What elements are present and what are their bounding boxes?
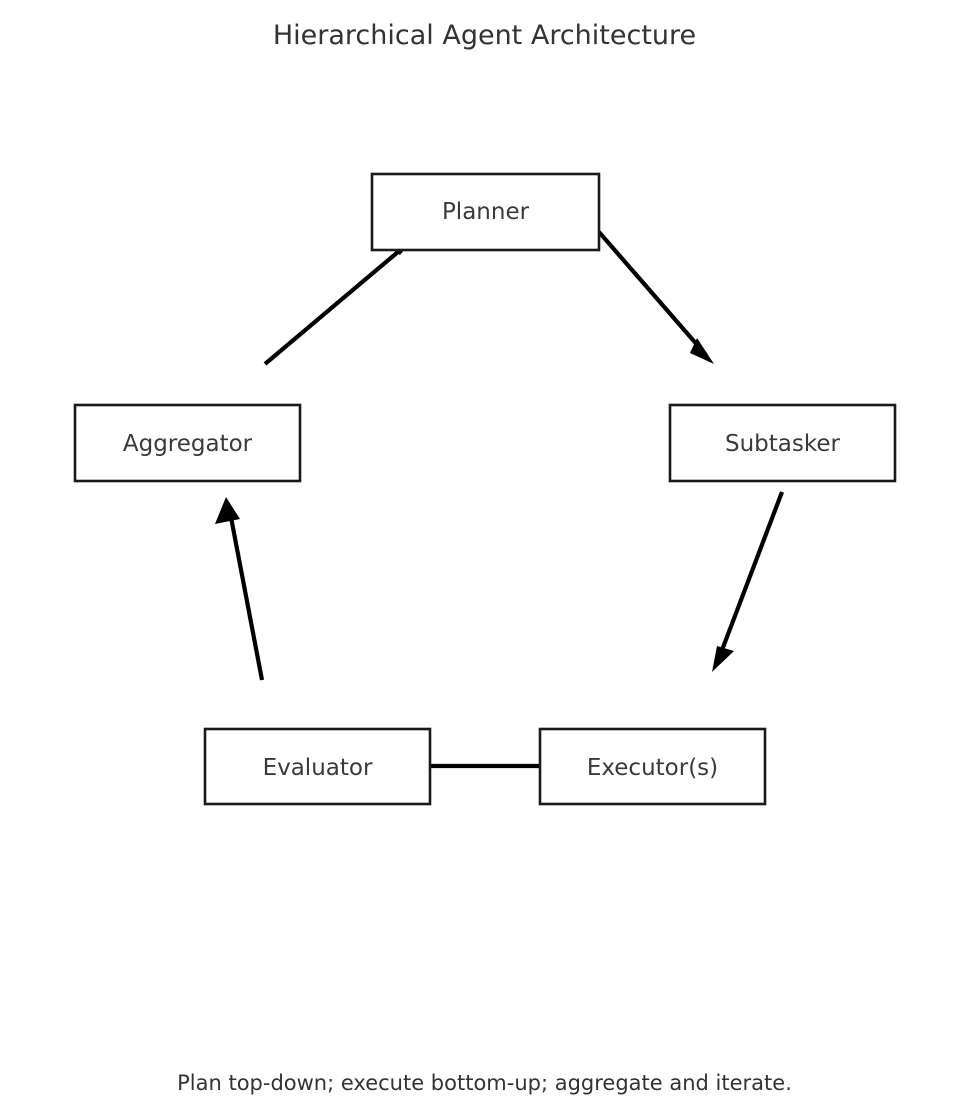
- arrowhead-evaluator-aggregator: [215, 497, 240, 524]
- arrowhead-subtasker-executors: [712, 646, 734, 672]
- node-box-planner[interactable]: [370, 172, 601, 252]
- figure-caption: Plan top-down; execute bottom-up; aggreg…: [177, 1071, 792, 1095]
- node-box-evaluator[interactable]: [203, 727, 432, 806]
- node-executors[interactable]: Executor(s): [538, 727, 767, 806]
- edge-evaluator-to-aggregator: [215, 497, 265, 681]
- node-box-aggregator[interactable]: [73, 403, 302, 483]
- edge-line-aggregator-planner: [263, 244, 407, 366]
- edge-line-planner-subtasker: [597, 230, 708, 357]
- node-aggregator[interactable]: Aggregator: [73, 403, 302, 483]
- node-evaluator[interactable]: Evaluator: [203, 727, 432, 806]
- edge-aggregator-to-planner: [263, 238, 414, 366]
- node-label-executors: Executor(s): [587, 755, 718, 781]
- node-box-executors[interactable]: [538, 727, 767, 806]
- node-label-planner: Planner: [442, 199, 530, 225]
- node-subtasker[interactable]: Subtasker: [668, 403, 897, 483]
- edge-subtasker-to-executors: [712, 491, 784, 672]
- page-title: Hierarchical Agent Architecture: [273, 20, 696, 51]
- node-label-subtasker: Subtasker: [725, 431, 841, 457]
- edge-planner-to-subtasker: [597, 230, 714, 364]
- node-box-subtasker[interactable]: [668, 403, 897, 483]
- node-planner[interactable]: Planner: [370, 172, 601, 252]
- edge-line-subtasker-executors: [717, 491, 784, 659]
- node-label-evaluator: Evaluator: [263, 755, 373, 781]
- edge-line-evaluator-aggregator: [227, 511, 265, 681]
- node-label-aggregator: Aggregator: [123, 431, 253, 457]
- arrowhead-planner-subtasker: [690, 338, 714, 364]
